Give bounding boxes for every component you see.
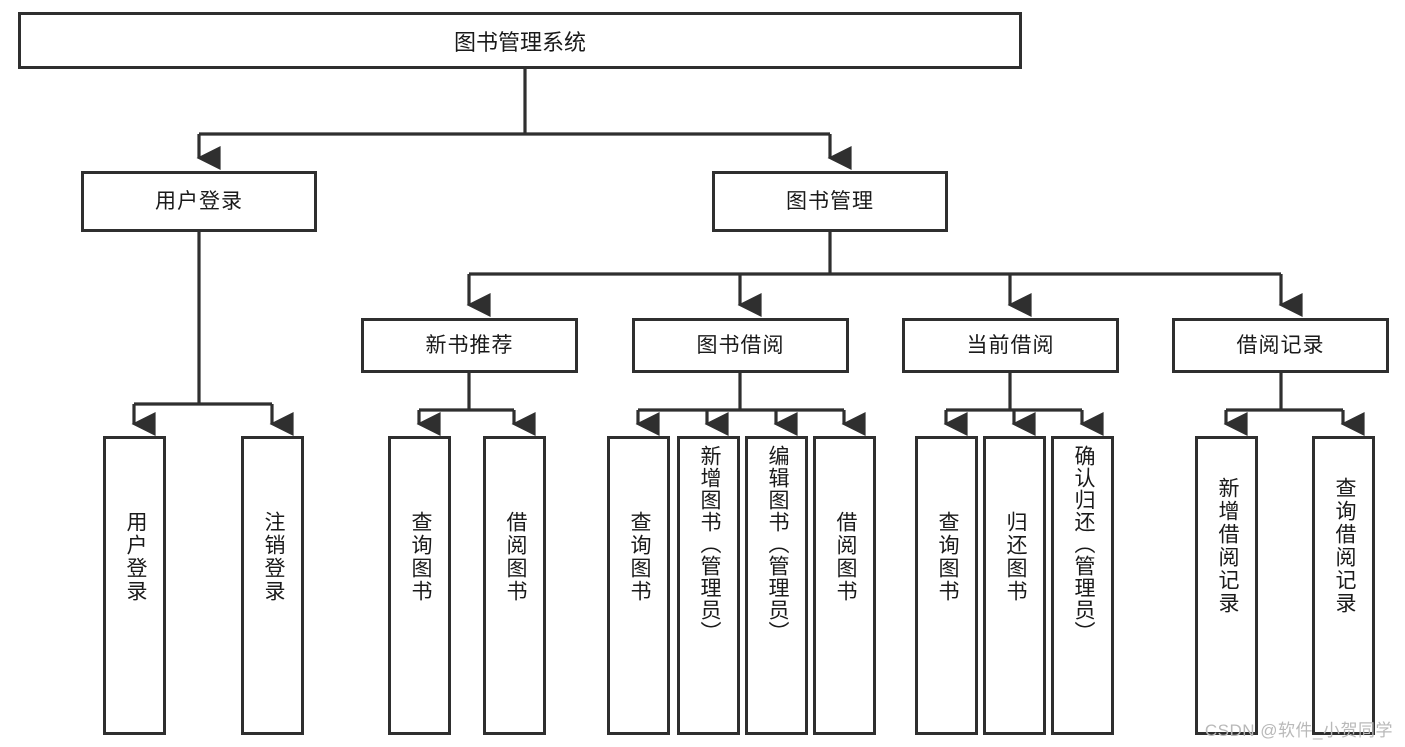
node-label: 注销登录 xyxy=(261,511,285,603)
node-label: 查询借阅记录 xyxy=(1332,477,1356,615)
node-label: 归还图书 xyxy=(1003,511,1027,603)
node-label: 当前借阅 xyxy=(966,333,1055,357)
node-user-login[interactable]: 用户登录 xyxy=(81,171,317,232)
node-book-management[interactable]: 图书管理 xyxy=(712,171,948,232)
node-label: 新增图书（管理员） xyxy=(697,445,721,643)
leaf-query-book-recommend[interactable]: 查询图书 xyxy=(388,436,451,735)
node-new-book-recommend[interactable]: 新书推荐 xyxy=(361,318,578,373)
leaf-logout[interactable]: 注销登录 xyxy=(241,436,304,735)
node-root-system[interactable]: 图书管理系统 xyxy=(18,12,1022,69)
leaf-query-book-current[interactable]: 查询图书 xyxy=(915,436,978,735)
node-label: 编辑图书（管理员） xyxy=(765,445,789,643)
node-label: 借阅图书 xyxy=(503,511,527,603)
node-label: 新书推荐 xyxy=(425,333,514,357)
leaf-user-login[interactable]: 用户登录 xyxy=(103,436,166,735)
node-label: 新增借阅记录 xyxy=(1215,477,1239,615)
leaf-query-borrow-record[interactable]: 查询借阅记录 xyxy=(1312,436,1375,735)
node-label: 查询图书 xyxy=(627,511,651,603)
leaf-add-borrow-record[interactable]: 新增借阅记录 xyxy=(1195,436,1258,735)
leaf-borrow-book-recommend[interactable]: 借阅图书 xyxy=(483,436,546,735)
leaf-return-book[interactable]: 归还图书 xyxy=(983,436,1046,735)
node-label: 借阅记录 xyxy=(1236,333,1325,357)
leaf-query-book-borrow[interactable]: 查询图书 xyxy=(607,436,670,735)
node-book-borrow[interactable]: 图书借阅 xyxy=(632,318,849,373)
node-label: 用户登录 xyxy=(155,189,243,213)
leaf-edit-book-admin[interactable]: 编辑图书（管理员） xyxy=(745,436,808,735)
watermark-text: CSDN @软件_小贺同学 xyxy=(1204,721,1393,740)
node-label: 确认归还（管理员） xyxy=(1071,445,1095,643)
node-borrow-record[interactable]: 借阅记录 xyxy=(1172,318,1389,373)
node-label: 用户登录 xyxy=(123,511,147,603)
leaf-confirm-return-admin[interactable]: 确认归还（管理员） xyxy=(1051,436,1114,735)
node-label: 查询图书 xyxy=(408,511,432,603)
node-label: 图书借阅 xyxy=(696,333,785,357)
node-current-borrow[interactable]: 当前借阅 xyxy=(902,318,1119,373)
node-label: 借阅图书 xyxy=(833,511,857,603)
node-label: 图书管理 xyxy=(786,189,874,213)
leaf-add-book-admin[interactable]: 新增图书（管理员） xyxy=(677,436,740,735)
node-label: 图书管理系统 xyxy=(453,29,586,55)
leaf-borrow-book[interactable]: 借阅图书 xyxy=(813,436,876,735)
node-label: 查询图书 xyxy=(935,511,959,603)
